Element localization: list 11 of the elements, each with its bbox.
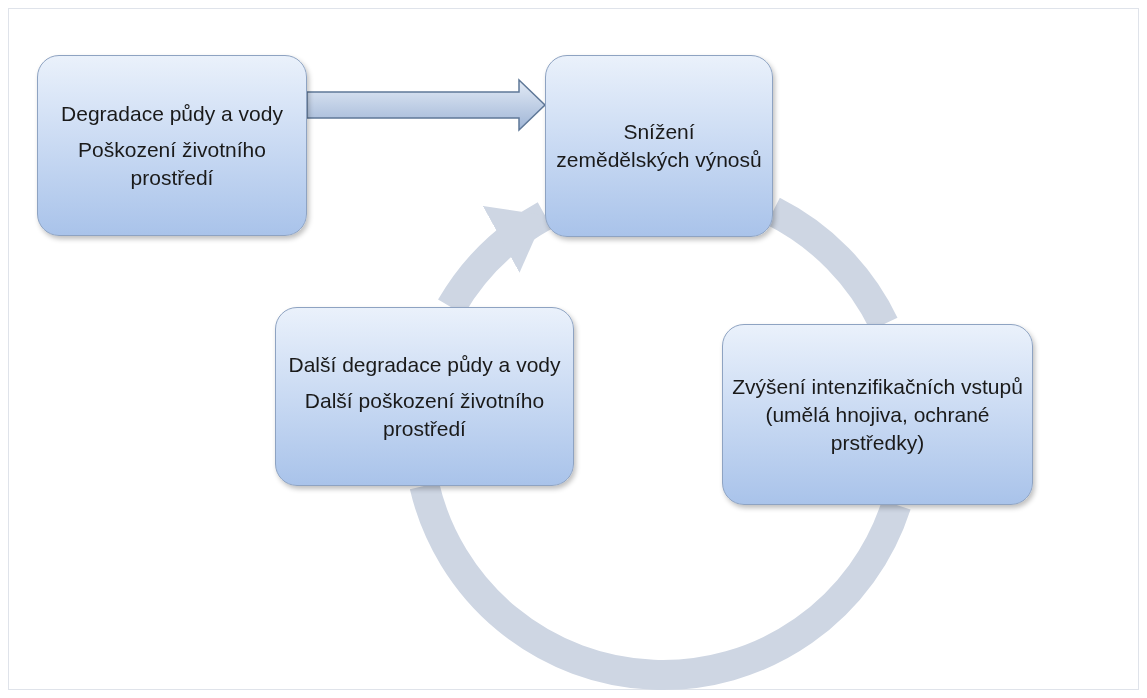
block-arrow (306, 78, 547, 132)
box-text: Snížení zemědělských výnosů (555, 119, 763, 173)
box-text: Degradace půdy a vody (61, 100, 283, 127)
process-box (275, 307, 574, 486)
process-box (722, 324, 1033, 505)
process-box (37, 55, 307, 236)
box-text: Poškození životního prostředí (77, 136, 267, 191)
process-box (545, 55, 773, 237)
box-text: Další degradace půdy a vody (288, 351, 561, 378)
box-text: Zvýšení intenzifikačních vstupů (umělá hnojiva, ochrané prstředky) (731, 373, 1024, 456)
box-text: Další poškození životního prostředí (303, 387, 546, 442)
